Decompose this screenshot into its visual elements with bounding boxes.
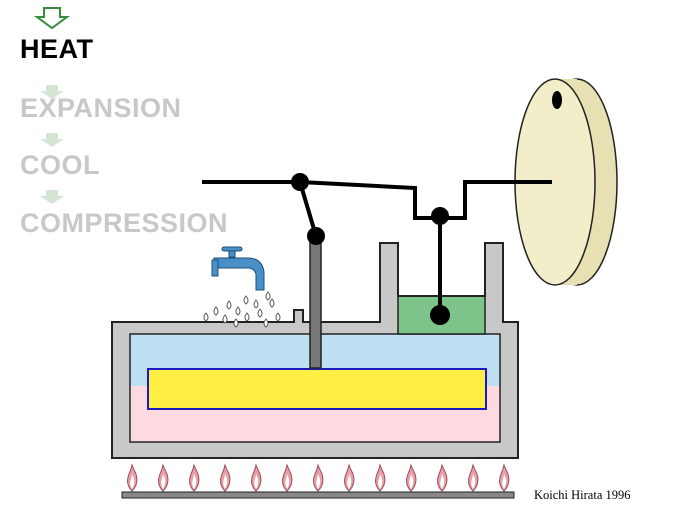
faucet-icon (211, 246, 265, 291)
power-piston-joint (430, 305, 450, 325)
water-drop-icon (243, 295, 249, 305)
down-arrow-icon (40, 133, 64, 147)
power-crank-joint (431, 207, 449, 225)
water-drop-icon (275, 312, 281, 322)
crank-joint (291, 173, 309, 191)
stage-arrows (33, 7, 71, 204)
stage-label-compression: COMPRESSION (20, 208, 229, 238)
flywheel-marker (552, 91, 562, 109)
flame-icon (406, 463, 417, 492)
water-drop-icon (265, 291, 271, 301)
crank-linkage (202, 173, 552, 325)
displacer-connecting-rod (298, 181, 318, 237)
down-arrow-icon (40, 85, 64, 99)
flywheel (514, 78, 618, 286)
water-drop-icon (263, 318, 269, 328)
water-drop-icon (233, 318, 239, 328)
displacer-piston (147, 368, 487, 410)
flame-icon (344, 463, 355, 492)
flame-icon (468, 463, 479, 492)
flame-icon (127, 463, 138, 492)
water-drop-icon (213, 306, 219, 316)
water-drop-icon (235, 306, 241, 316)
displacer-rod-joint (307, 227, 325, 245)
water-drop-icon (257, 308, 263, 318)
water-drop-icon (253, 299, 259, 309)
flame-icon (313, 463, 324, 492)
displacer-rod (309, 235, 322, 369)
water-drops (203, 291, 281, 328)
down-arrow-icon (33, 7, 71, 30)
flame-icon (282, 463, 293, 492)
flame-icon (189, 463, 200, 492)
flame-icon (375, 463, 386, 492)
stage-label-expansion: EXPANSION (20, 93, 182, 123)
water-drop-icon (203, 312, 209, 322)
water-drop-icon (222, 314, 228, 324)
water-drop-icon (226, 300, 232, 310)
crankshaft (202, 180, 552, 220)
flame-icon (499, 463, 510, 492)
flame-icon (251, 463, 262, 492)
down-arrow-icon (40, 190, 64, 204)
flame-icon (158, 463, 169, 492)
stage-label-cool: COOL (20, 150, 100, 180)
flame-icon (220, 463, 231, 492)
burner-flames (127, 463, 510, 492)
stage-label-heat: HEAT (20, 34, 94, 64)
burner-base (121, 491, 515, 499)
author-credit: Koichi Hirata 1996 (534, 488, 631, 502)
water-drop-icon (244, 312, 250, 322)
water-drop-icon (269, 298, 275, 308)
flame-icon (437, 463, 448, 492)
